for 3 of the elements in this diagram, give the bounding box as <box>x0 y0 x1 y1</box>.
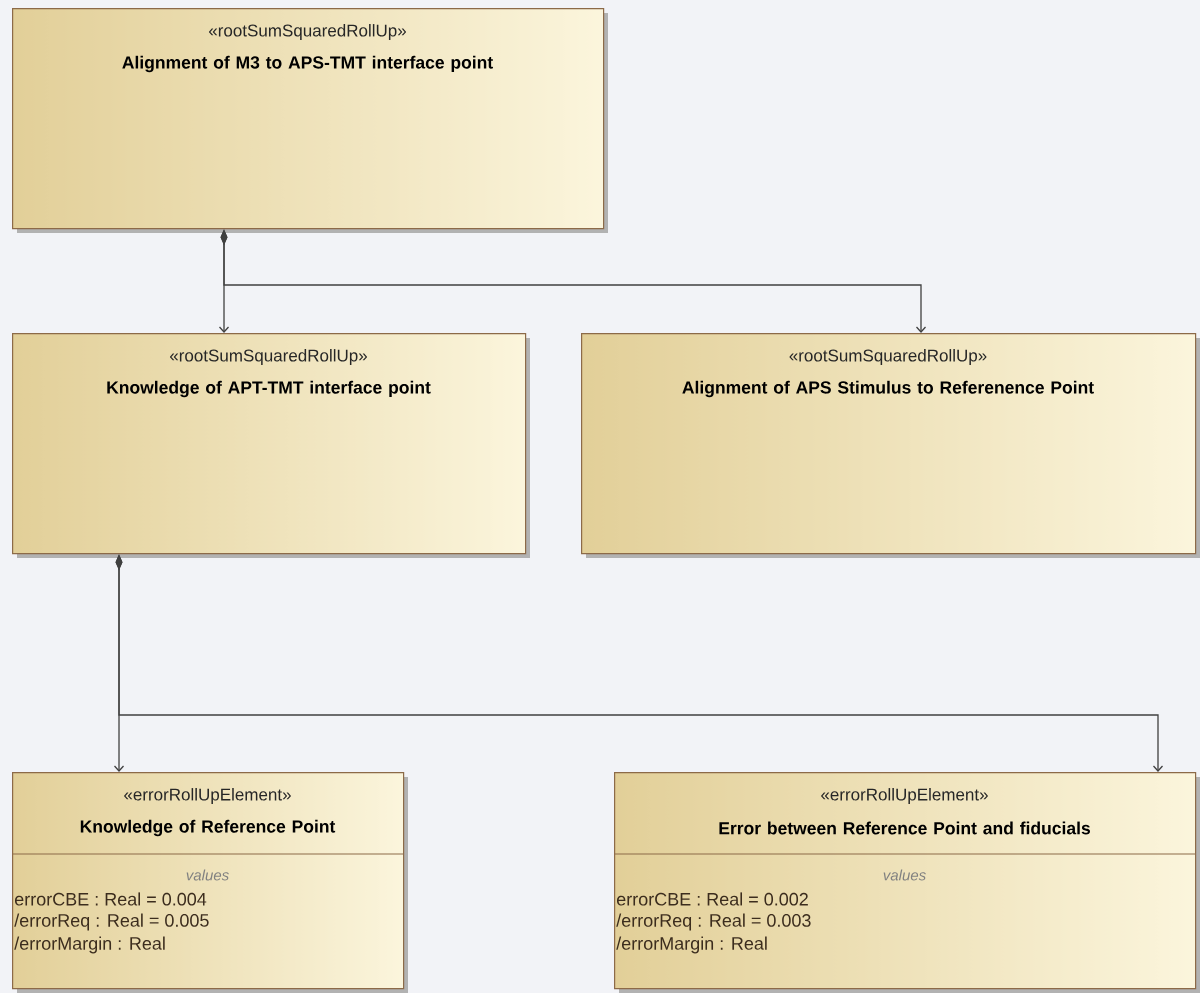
block-box: «rootSumSquaredRollUp» Alignment of APS Stimulus to Referenence Point <box>581 333 1200 558</box>
block-box: «rootSumSquaredRollUp» Knowledge of APT-TMT interface point <box>12 333 530 558</box>
block-box: «rootSumSquaredRollUp» Alignment of M3 to APS-TMT interface point <box>12 8 608 233</box>
